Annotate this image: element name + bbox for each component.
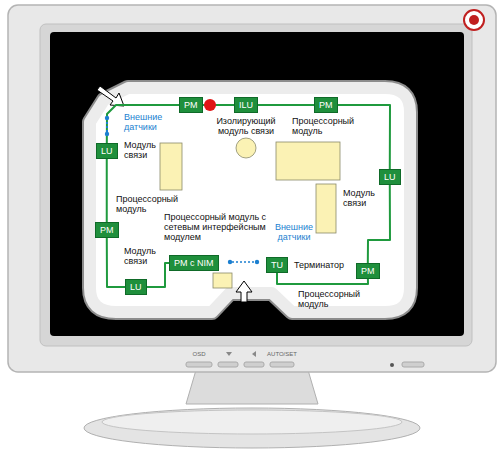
- text-label: Процессорный модуль: [292, 116, 364, 136]
- text-label: Терминатор: [294, 260, 354, 270]
- power-button: [402, 362, 424, 367]
- bus-module: TU: [266, 257, 288, 273]
- module-code: PM: [361, 266, 375, 276]
- text-label: Внешние датчики: [270, 222, 318, 242]
- module-code: PM: [184, 100, 198, 110]
- bus-line: [277, 273, 368, 284]
- screen-frame: [40, 24, 472, 346]
- sensor-dot: [255, 260, 259, 264]
- bus-module: LU: [96, 143, 118, 159]
- module-code: PM: [100, 225, 114, 235]
- bus-line: [106, 159, 107, 222]
- button: [270, 362, 294, 367]
- module-code: TU: [271, 260, 283, 270]
- bus-line: [107, 238, 125, 287]
- module-code: PM: [319, 100, 333, 110]
- bus-module: PM: [356, 263, 380, 279]
- sensor-dot: [105, 116, 109, 120]
- text-label: Процессорный модуль: [298, 289, 368, 309]
- text-label: Модуль связи: [124, 246, 160, 266]
- bus-module: PM: [314, 97, 338, 113]
- module-card: [160, 143, 182, 190]
- logo-dot: [469, 15, 479, 25]
- bus-line: [107, 105, 179, 143]
- button: [218, 362, 238, 367]
- button-arrow: [252, 351, 256, 357]
- module-code: LU: [130, 282, 142, 292]
- text-label: Модуль связи: [124, 140, 158, 160]
- sensor-line: [106, 118, 108, 134]
- track-border: [90, 88, 410, 312]
- bus-module: PM: [179, 97, 203, 113]
- button: [244, 362, 264, 367]
- power-led: [390, 363, 394, 367]
- track-band: [90, 88, 410, 312]
- isolator-dot: [204, 99, 216, 111]
- bus-module: PM с NIM: [169, 255, 219, 271]
- module-code: LU: [101, 146, 113, 156]
- module-card: [276, 142, 340, 180]
- pointer-arrow: [236, 281, 252, 302]
- module-round: [236, 138, 256, 158]
- module-card: [213, 273, 232, 288]
- text-label: Процессорный модуль: [116, 194, 182, 214]
- button: [186, 362, 212, 367]
- module-card: [316, 184, 336, 233]
- monitor-base-top: [102, 410, 402, 434]
- monitor-base: [84, 408, 420, 448]
- button-arrow: [226, 352, 232, 356]
- bus-module: PM: [95, 222, 119, 238]
- text-label: Внешние датчики: [124, 112, 174, 132]
- bus-line: [338, 105, 391, 169]
- logo: [464, 10, 484, 30]
- module-code: PM с NIM: [174, 258, 214, 268]
- text-label: OSD: [184, 351, 214, 358]
- monitor-bezel: [8, 5, 496, 372]
- text-label: Изолирующий модуль связи: [208, 116, 284, 136]
- bus-line: [258, 105, 314, 106]
- sensor-dot: [228, 260, 232, 264]
- sensor-dot: [105, 132, 109, 136]
- text-label: Модуль связи: [343, 188, 383, 208]
- bus-module: LU: [379, 169, 401, 185]
- pointer-arrow: [97, 86, 124, 106]
- sensor-line: [228, 261, 258, 263]
- module-code: ILU: [239, 100, 253, 110]
- screen: [50, 32, 464, 336]
- bus-line: [147, 263, 169, 287]
- monitor-neck: [186, 370, 318, 404]
- module-code: LU: [384, 172, 396, 182]
- text-label: AUTO/SET: [262, 351, 302, 358]
- bus-module: LU: [125, 279, 147, 295]
- bus-module: ILU: [234, 97, 258, 113]
- text-label: Процессорный модуль с сетевым интерфейсн…: [164, 212, 268, 242]
